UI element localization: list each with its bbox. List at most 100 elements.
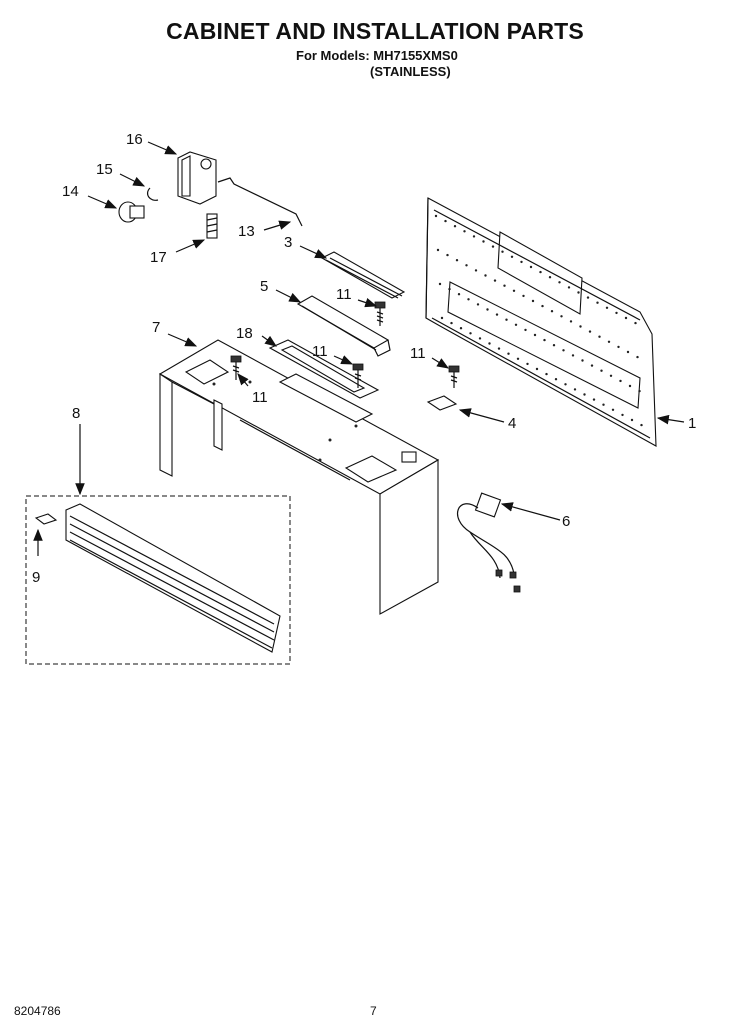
- perforation-dot: [615, 311, 618, 315]
- perforation-dot: [444, 219, 447, 223]
- perforation-dot: [628, 384, 632, 388]
- latch-assembly: [118, 151, 303, 239]
- callout-11-d: 11: [410, 345, 426, 362]
- callout-8: 8: [72, 405, 80, 422]
- perforation-dot: [474, 269, 478, 272]
- callout-13: 13: [238, 223, 255, 240]
- callout-1: 1: [688, 415, 696, 432]
- perforation-dot: [491, 245, 495, 248]
- perforation-dot: [459, 327, 463, 330]
- perforation-dot: [457, 293, 461, 296]
- perforation-dot: [596, 301, 599, 304]
- callout-11-b: 11: [312, 343, 328, 360]
- perforation-dot: [577, 291, 580, 294]
- perforation-dot: [634, 321, 637, 325]
- perforation-dot: [564, 383, 567, 386]
- perforation-dot: [478, 337, 482, 340]
- perforation-dot: [436, 248, 440, 252]
- perforation-dot: [611, 408, 615, 411]
- perforation-dot: [505, 318, 508, 321]
- mounting-plate-part-1: [425, 197, 657, 447]
- perforation-dot: [558, 281, 561, 284]
- page-title: CABINET AND INSTALLATION PARTS: [166, 18, 584, 44]
- perforation-dot: [626, 350, 630, 354]
- screw-part-11: [230, 301, 460, 388]
- perforation-dot: [560, 315, 563, 318]
- perforation-dot: [552, 344, 556, 347]
- callout-16: 16: [126, 131, 143, 148]
- perforation-dot: [586, 296, 590, 299]
- callout-18: 18: [236, 325, 253, 342]
- perforation-dot: [520, 260, 523, 264]
- perforation-dot: [455, 259, 459, 262]
- perforation-dot: [514, 323, 518, 326]
- perforation-dot: [450, 321, 453, 325]
- perforation-dot: [579, 325, 582, 328]
- vent-strip-part-3: [320, 251, 406, 299]
- callout-4: 4: [508, 415, 516, 432]
- perforation-dot: [503, 284, 506, 287]
- perforation-dot: [440, 316, 444, 320]
- perforation-dot: [533, 333, 537, 337]
- perforation-dot: [539, 270, 542, 274]
- perforation-dot: [543, 338, 546, 342]
- perforation-dot: [495, 313, 499, 316]
- variant-line: (STAINLESS): [370, 64, 451, 79]
- callout-14: 14: [62, 183, 79, 200]
- perforation-dot: [545, 372, 548, 376]
- callout-7: 7: [152, 319, 160, 336]
- callout-11-a: 11: [336, 286, 352, 303]
- perforation-dot: [592, 398, 596, 401]
- gasket-frame-part-18: [268, 339, 380, 423]
- switch-harness-part-6: [457, 492, 521, 593]
- callout-9: 9: [32, 569, 40, 586]
- perforation-dot: [554, 378, 558, 381]
- perforation-dot: [486, 308, 489, 311]
- perforation-dot: [465, 264, 468, 267]
- perforation-dot: [469, 332, 472, 335]
- perforation-dot: [605, 306, 609, 309]
- perforation-dot: [619, 379, 622, 383]
- perforation-dot: [497, 347, 501, 350]
- perforation-dot: [548, 276, 552, 279]
- perforation-dot: [640, 423, 643, 427]
- perforation-dot: [598, 335, 601, 338]
- perforation-dot: [581, 359, 584, 362]
- perforation-dot: [484, 274, 487, 277]
- perforation-dot: [621, 413, 624, 417]
- perforation-dot: [630, 418, 634, 422]
- clip-part-4: [426, 395, 458, 411]
- perforation-dot: [535, 367, 539, 371]
- perforation-dot: [583, 393, 586, 396]
- perforation-dot: [600, 369, 603, 372]
- perforation-dot: [476, 303, 480, 306]
- callout-6: 6: [562, 513, 570, 530]
- perforation-dot: [624, 316, 628, 320]
- perforation-dot: [493, 279, 497, 282]
- perforation-dot: [448, 287, 451, 291]
- channel-bracket-part-5: [296, 295, 391, 357]
- perforation-dot: [617, 345, 620, 349]
- perforation-dot: [569, 320, 573, 323]
- perforation-dot: [438, 282, 442, 286]
- perforation-dot: [526, 362, 529, 366]
- perforation-dot: [550, 310, 554, 313]
- perforation-dot: [590, 364, 594, 367]
- callout-17: 17: [150, 249, 167, 266]
- page-number: 7: [370, 1004, 377, 1018]
- perforation-dot: [434, 214, 438, 218]
- callout-3: 3: [284, 234, 292, 251]
- callout-11-c: 11: [252, 389, 268, 406]
- perforation-dot: [607, 340, 611, 343]
- perforation-dot: [446, 253, 449, 257]
- cabinet-body-part-7: [158, 339, 440, 615]
- perforation-dot: [512, 289, 516, 292]
- perforation-dot: [567, 286, 571, 289]
- perforation-dot: [588, 330, 592, 333]
- perforation-dot: [638, 389, 641, 393]
- models-line: For Models: MH7155XMS0: [296, 48, 458, 63]
- perforation-dot: [516, 357, 520, 360]
- perforation-dot: [571, 354, 575, 357]
- perforation-dot: [488, 342, 491, 345]
